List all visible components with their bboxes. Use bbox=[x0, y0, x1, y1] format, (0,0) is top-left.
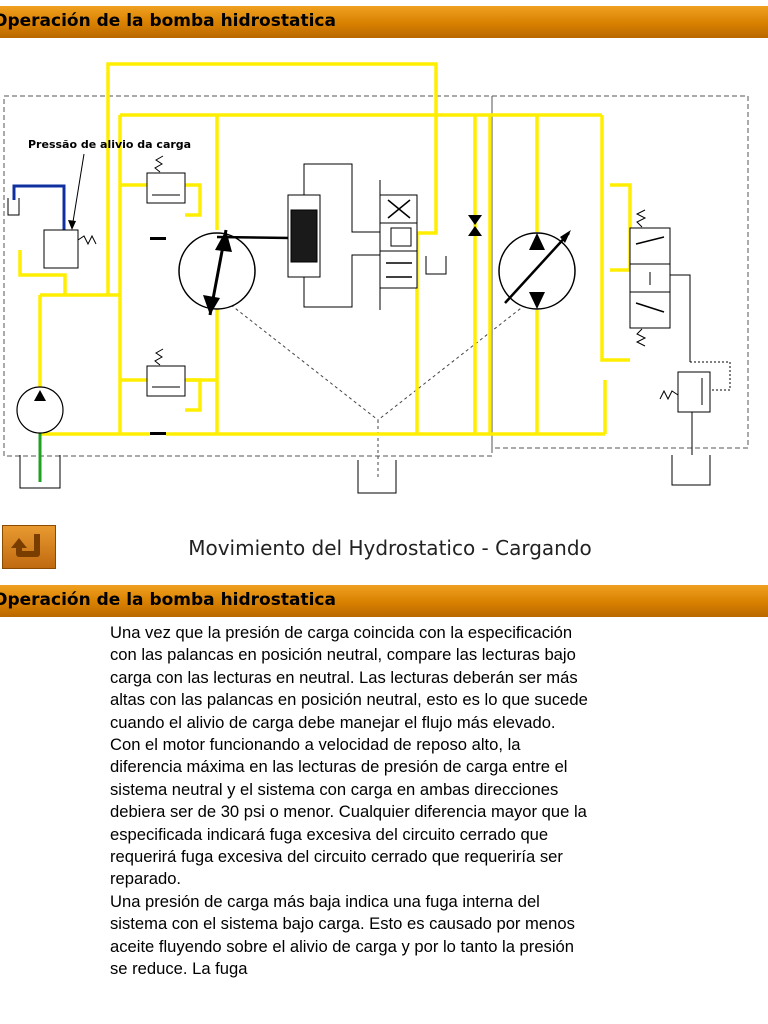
paragraph-1: Una vez que la presión de carga coincida… bbox=[110, 623, 588, 889]
section-title-bar: Operación de la bomba hidrostatica bbox=[0, 585, 768, 617]
shuttle-valve-icon bbox=[629, 209, 691, 362]
return-arrow-icon bbox=[11, 534, 40, 557]
blue-pilot-line bbox=[12, 184, 66, 232]
label-pointer bbox=[71, 153, 85, 229]
check-valve-upper bbox=[146, 155, 186, 204]
housing-outlines bbox=[3, 95, 749, 457]
charge-relief-label: Pressão de alivio da carga bbox=[28, 138, 191, 151]
slide-caption: Movimiento del Hydrostatico - Cargando bbox=[188, 536, 592, 560]
servo-piston-icon bbox=[287, 163, 380, 308]
body-text: Una vez que la presión de carga coincida… bbox=[110, 622, 590, 981]
check-valve-icon bbox=[150, 231, 166, 442]
tank-icon bbox=[7, 198, 711, 494]
charge-relief-valve bbox=[43, 229, 97, 269]
variable-pump-icon bbox=[178, 229, 292, 316]
yellow-hydraulic-lines bbox=[18, 62, 632, 436]
header-title: Operación de la bomba hidrostatica bbox=[0, 11, 336, 31]
hydraulic-motor-icon bbox=[498, 230, 576, 310]
check-valve-lower bbox=[146, 348, 186, 397]
orifice-icon bbox=[468, 215, 482, 236]
back-button[interactable] bbox=[2, 525, 56, 569]
relief-valve-right bbox=[659, 361, 731, 455]
hydraulic-diagram: Pressão de alivio da carga bbox=[3, 62, 749, 494]
section-title: Operación de la bomba hidrostatica bbox=[0, 590, 336, 610]
header-bar: Operación de la bomba hidrostatica bbox=[0, 6, 768, 38]
label-arrow-icon bbox=[68, 220, 76, 230]
control-valve-icon bbox=[379, 180, 418, 310]
paragraph-2: Una presión de carga más baja indica una… bbox=[110, 891, 575, 979]
drain-lines bbox=[230, 304, 526, 480]
charge-pump-icon bbox=[16, 386, 64, 434]
